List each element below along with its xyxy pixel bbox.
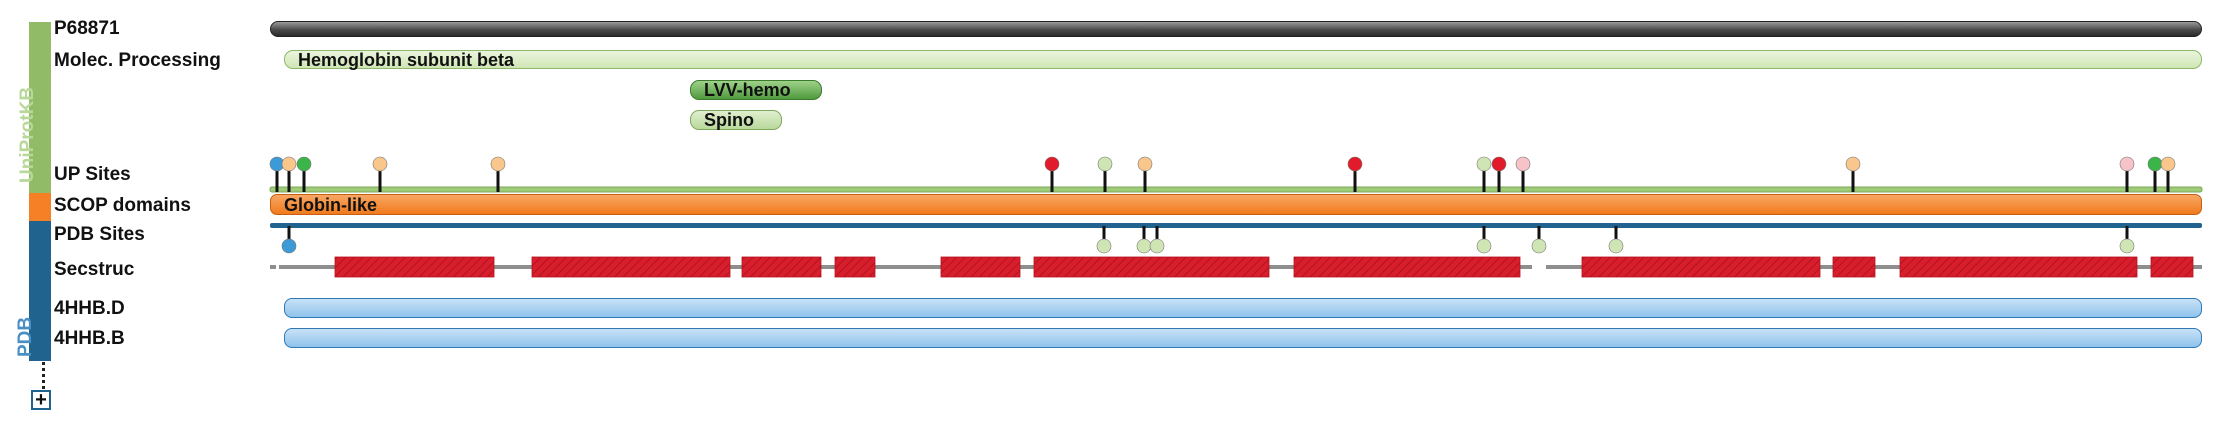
chain-d-bar[interactable] [284, 298, 2202, 318]
up-sites-markers [269, 156, 2176, 192]
secstruc-gap [276, 265, 279, 269]
helix-segment[interactable] [1293, 256, 1521, 278]
helix-segment[interactable] [1899, 256, 2138, 278]
helix-segment[interactable] [940, 256, 1021, 278]
up-site-marker[interactable] [1845, 156, 1861, 192]
secstruc-label: Secstruc [54, 259, 135, 280]
peptide-spino-label: Spino [704, 110, 754, 130]
pdb-site-marker[interactable] [2119, 226, 2135, 254]
pdb-site-marker[interactable] [1476, 226, 1492, 254]
secstruc-track [270, 256, 2202, 278]
expand-pdb-button[interactable]: + [31, 389, 51, 411]
pdb-site-marker[interactable] [1531, 226, 1547, 254]
up-site-marker[interactable] [296, 156, 312, 192]
up-site-marker[interactable] [1347, 156, 1363, 192]
helix-segment[interactable] [741, 256, 822, 278]
plus-icon: + [35, 389, 47, 411]
up-site-marker[interactable] [1515, 156, 1531, 192]
chain-d-label: 4HHB.D [54, 298, 125, 319]
up-site-marker[interactable] [490, 156, 506, 192]
pdb-group-band [29, 221, 51, 361]
helix-segment[interactable] [834, 256, 876, 278]
peptide-lvv-hemo-label: LVV-hemo [704, 80, 791, 100]
up-sites-label: UP Sites [54, 164, 131, 185]
protein-id-label: P68871 [54, 18, 120, 39]
peptide-spino-bar[interactable] [690, 110, 782, 130]
pdb-site-marker[interactable] [281, 226, 297, 254]
scop-domain-bar[interactable] [270, 194, 2202, 215]
chain-b-bar[interactable] [284, 328, 2202, 348]
up-site-marker[interactable] [281, 156, 297, 192]
scop-domains-label: SCOP domains [54, 195, 191, 216]
up-site-marker[interactable] [372, 156, 388, 192]
sequence-overview-bar[interactable] [270, 21, 2202, 37]
uniprot-group-band [29, 22, 51, 193]
pdb-sites-label: PDB Sites [54, 224, 145, 245]
secstruc-coil [270, 265, 1532, 269]
helix-segment[interactable] [1581, 256, 1821, 278]
scop-domain-label: Globin-like [284, 195, 378, 215]
scop-group-band [29, 193, 51, 221]
chain-b-label: 4HHB.B [54, 328, 125, 349]
molec-processing-label: Molec. Processing [54, 50, 221, 71]
secstruc-gap [1538, 265, 1541, 269]
helix-segment[interactable] [2150, 256, 2194, 278]
helix-segment[interactable] [1033, 256, 1270, 278]
pdb-site-marker[interactable] [1149, 226, 1165, 254]
up-site-marker[interactable] [269, 156, 285, 192]
up-site-marker[interactable] [1476, 156, 1492, 192]
helix-segment[interactable] [531, 256, 731, 278]
peptide-lvv-hemo-bar[interactable] [690, 80, 822, 100]
pdb-site-marker[interactable] [1608, 226, 1624, 254]
up-sites-baseline [269, 186, 2203, 193]
up-site-marker[interactable] [1097, 156, 1113, 192]
up-site-marker[interactable] [1137, 156, 1153, 192]
helix-segment[interactable] [334, 256, 495, 278]
up-site-marker[interactable] [2119, 156, 2135, 192]
helix-segment[interactable] [1832, 256, 1876, 278]
pdb-site-marker[interactable] [1096, 226, 1112, 254]
pdb-sites-baseline [270, 223, 2202, 228]
pdb-expand-connector [42, 362, 45, 392]
chain-feature-bar[interactable] [284, 50, 2202, 69]
up-site-marker[interactable] [1044, 156, 1060, 192]
up-site-marker[interactable] [2160, 156, 2176, 192]
up-site-marker[interactable] [1491, 156, 1507, 192]
chain-feature-label: Hemoglobin subunit beta [298, 50, 514, 70]
pdb-sites-markers [281, 226, 2135, 254]
pdb-site-marker[interactable] [1136, 226, 1152, 254]
